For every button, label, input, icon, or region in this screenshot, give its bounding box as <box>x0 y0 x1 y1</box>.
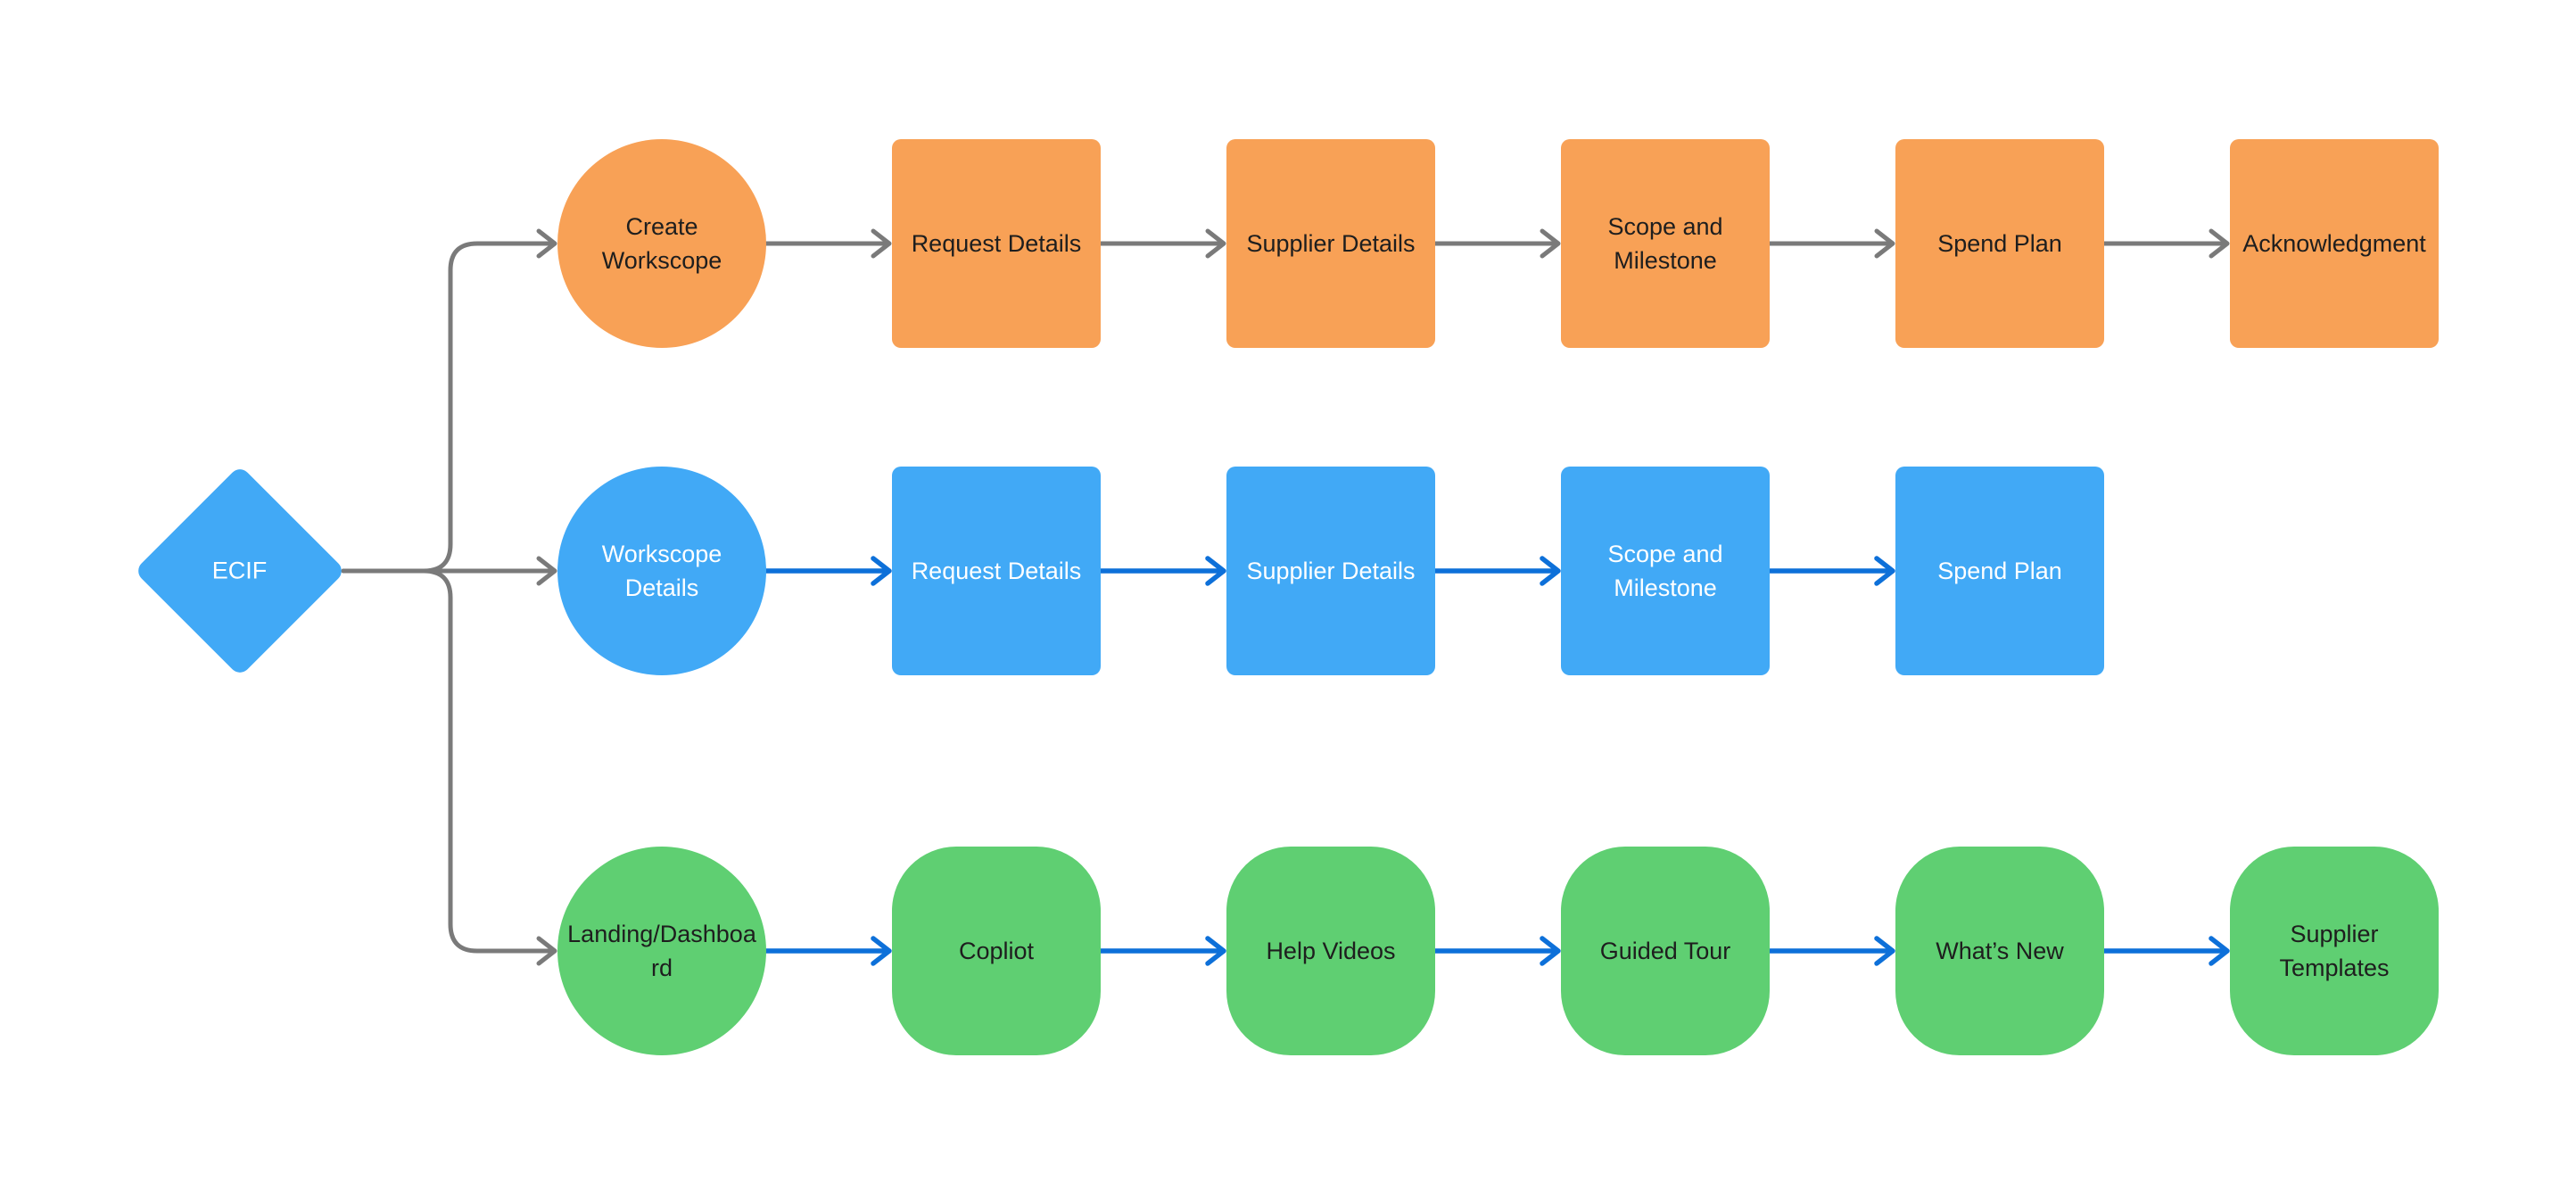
node-label: Create Workscope <box>601 212 722 274</box>
node-row2-workscope-details[interactable]: Workscope Details <box>557 467 766 675</box>
connector-row3-landing-dashboard-to-copliot[interactable] <box>764 936 892 966</box>
node-label: Workscope Details <box>601 540 722 601</box>
connector-row1-supplier-details-to-scope-and-milestone[interactable] <box>1432 228 1561 259</box>
node-row2-scope-and-milestone[interactable]: Scope and Milestone <box>1561 467 1770 675</box>
connector-row1-spend-plan-to-acknowledgment[interactable] <box>2101 228 2230 259</box>
node-label: Request Details <box>911 557 1082 584</box>
node-label: What’s New <box>1936 937 2064 964</box>
node-row1-spend-plan[interactable]: Spend Plan <box>1895 139 2104 348</box>
node-row1-supplier-details[interactable]: Supplier Details <box>1226 139 1435 348</box>
node-label: ECIF <box>212 557 268 584</box>
node-label: Guided Tour <box>1599 937 1731 964</box>
connector-row2-scope-and-milestone-to-spend-plan[interactable] <box>1767 556 1895 586</box>
connector-row3-what-s-new-to-supplier-templates[interactable] <box>2101 936 2230 966</box>
node-label: Copliot <box>958 937 1035 964</box>
node-row3-whats-new[interactable]: What’s New <box>1895 847 2104 1055</box>
connector-row1-request-details-to-supplier-details[interactable] <box>1098 228 1226 259</box>
connector-ecif-to-create-workscope[interactable] <box>341 228 557 574</box>
node-label: Acknowledgment <box>2242 229 2426 257</box>
node-row2-request-details[interactable]: Request Details <box>892 467 1101 675</box>
connector-row3-copliot-to-help-videos[interactable] <box>1098 936 1226 966</box>
connector-row1-scope-and-milestone-to-spend-plan[interactable] <box>1767 228 1895 259</box>
connector-row2-supplier-details-to-scope-and-milestone[interactable] <box>1432 556 1561 586</box>
node-label: Scope and Milestone <box>1607 540 1723 601</box>
connector-row2-request-details-to-supplier-details[interactable] <box>1098 556 1226 586</box>
node-label: Supplier Templates <box>2279 920 2390 981</box>
connector-row1-create-workscope-to-request-details[interactable] <box>764 228 892 259</box>
node-label: Request Details <box>911 229 1082 257</box>
node-row1-scope-and-milestone[interactable]: Scope and Milestone <box>1561 139 1770 348</box>
node-row3-help-videos[interactable]: Help Videos <box>1226 847 1435 1055</box>
node-label: Supplier Details <box>1246 557 1416 584</box>
node-row2-spend-plan[interactable]: Spend Plan <box>1895 467 2104 675</box>
node-label: Supplier Details <box>1246 229 1416 257</box>
node-row3-supplier-templates[interactable]: Supplier Templates <box>2230 847 2439 1055</box>
node-row1-request-details[interactable]: Request Details <box>892 139 1101 348</box>
connector-row3-guided-tour-to-what-s-new[interactable] <box>1767 936 1895 966</box>
connector-row3-help-videos-to-guided-tour[interactable] <box>1432 936 1561 966</box>
node-label: Help Videos <box>1266 937 1396 964</box>
node-row3-guided-tour[interactable]: Guided Tour <box>1561 847 1770 1055</box>
node-label: Landing/Dashboard <box>567 920 756 981</box>
node-row3-copliot[interactable]: Copliot <box>892 847 1101 1055</box>
node-row2-supplier-details[interactable]: Supplier Details <box>1226 467 1435 675</box>
node-label: Scope and Milestone <box>1607 212 1723 274</box>
node-row3-landing-dashboard[interactable]: Landing/Dashboard <box>557 847 766 1055</box>
connector-ecif-to-landing-dashboard[interactable] <box>341 568 557 966</box>
node-row1-create-workscope[interactable]: Create Workscope <box>557 139 766 348</box>
connector-row2-workscope-details-to-request-details[interactable] <box>764 556 892 586</box>
node-row1-acknowledgment[interactable]: Acknowledgment <box>2230 139 2439 348</box>
node-label: Spend Plan <box>1937 557 2062 584</box>
node-label: Spend Plan <box>1937 229 2062 257</box>
